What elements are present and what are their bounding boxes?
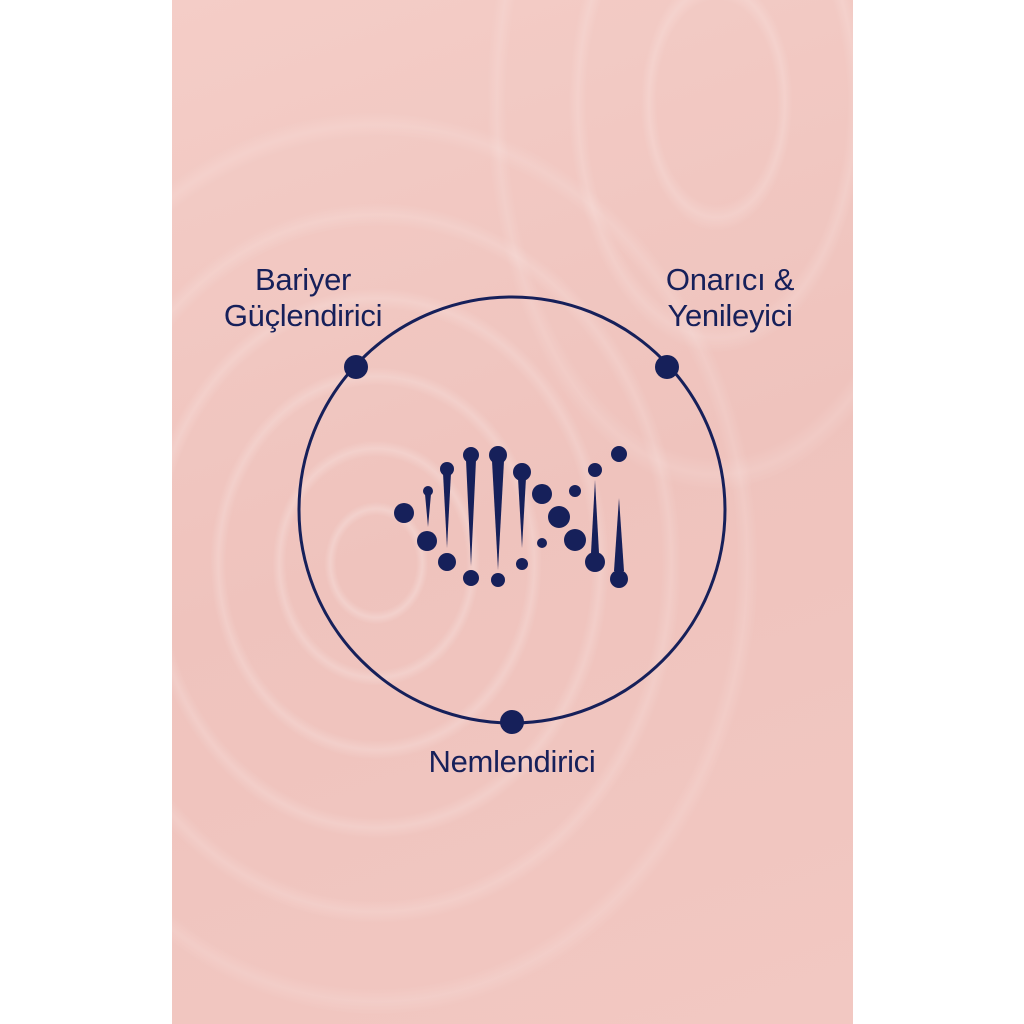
repair-node <box>655 355 679 379</box>
repair-renew-label: Onarıcı & Yenileyici <box>630 262 830 334</box>
barrier-label-line1: Bariyer <box>254 262 352 297</box>
moisturizer-label: Nemlendirici <box>428 744 596 779</box>
repair-label-line1: Onarıcı & <box>665 262 795 297</box>
moisturizer-node <box>500 710 524 734</box>
barrier-strengthening-label: Bariyer Güçlendirici <box>198 262 408 334</box>
repair-label-line2: Yenileyici <box>667 298 793 333</box>
ripple-water-background <box>172 0 853 1024</box>
barrier-label-line2: Güçlendirici <box>223 298 383 333</box>
dna-helix-icon <box>394 446 628 588</box>
barrier-node <box>344 355 368 379</box>
